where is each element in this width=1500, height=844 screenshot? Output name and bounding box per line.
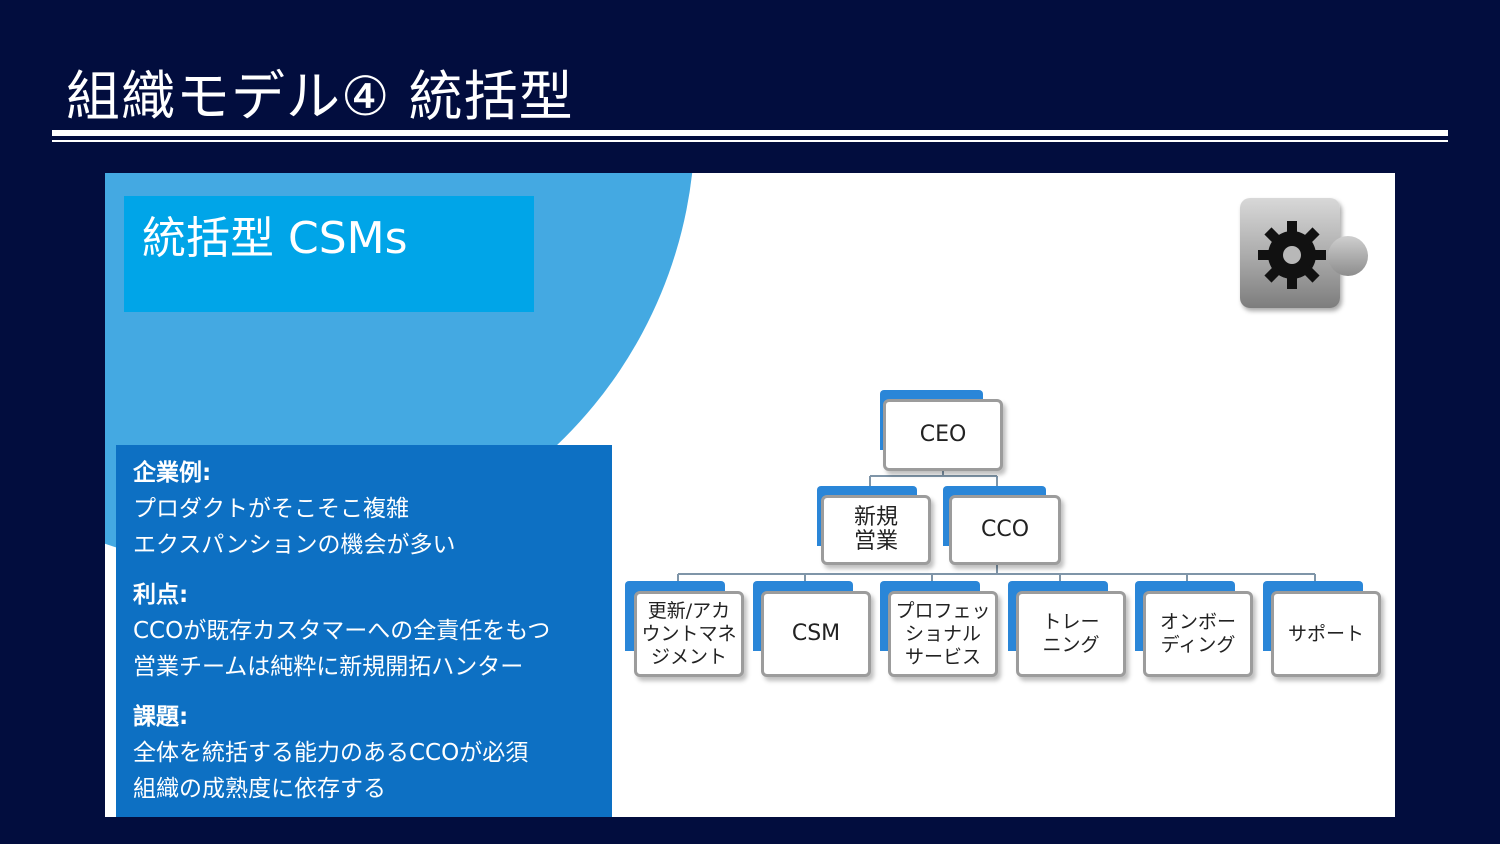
gear-puzzle-icon bbox=[1240, 198, 1368, 308]
org-node-ceo: CEO bbox=[883, 399, 1003, 471]
org-node-csm: CSM bbox=[761, 591, 871, 677]
org-node-account-management: 更新/アカ ウントマネ ジメント bbox=[634, 591, 744, 677]
section-examples: 企業例: プロダクトがそこそこ複雑 エクスパンションの機会が多い bbox=[133, 455, 612, 563]
org-node-professional-services: プロフェッ ショナル サービス bbox=[888, 591, 998, 677]
gear-icon bbox=[1258, 221, 1326, 289]
org-node-support: サポート bbox=[1271, 591, 1381, 677]
section-challenges: 課題: 全体を統括する能力のあるCCOが必須 組織の成熟度に依存する bbox=[133, 699, 612, 807]
section-heading: 企業例: bbox=[133, 460, 212, 486]
subtitle-box: 統括型 CSMs bbox=[124, 196, 534, 312]
org-node-onboarding: オンボー ディング bbox=[1143, 591, 1253, 677]
title-rule-thick bbox=[52, 130, 1448, 136]
org-node-training: トレー ニング bbox=[1016, 591, 1126, 677]
section-line: 営業チームは純粋に新規開拓ハンター bbox=[133, 654, 524, 680]
org-connectors bbox=[677, 468, 1316, 593]
section-advantages: 利点: CCOが既存カスタマーへの全責任をもつ 営業チームは純粋に新規開拓ハンタ… bbox=[133, 577, 612, 685]
slide-subtitle: 統括型 CSMs bbox=[142, 213, 408, 264]
section-heading: 利点: bbox=[133, 582, 189, 608]
section-line: 組織の成熟度に依存する bbox=[133, 776, 386, 802]
org-node-cco: CCO bbox=[949, 495, 1061, 565]
section-line: プロダクトがそこそこ複雑 bbox=[133, 496, 409, 522]
page-title: 組織モデル④ 統括型 bbox=[66, 65, 574, 128]
title-rule-thin bbox=[52, 140, 1448, 142]
section-line: エクスパンションの機会が多い bbox=[133, 532, 456, 558]
slide-image: 統括型 CSMs 企業例: プロダクトがそこそこ複雑 エクスパンションの機会が多… bbox=[105, 173, 1395, 817]
puzzle-knob bbox=[1328, 236, 1368, 276]
section-heading: 課題: bbox=[133, 704, 189, 730]
org-node-sales: 新規 営業 bbox=[821, 495, 931, 565]
section-line: CCOが既存カスタマーへの全責任をもつ bbox=[133, 618, 551, 644]
section-line: 全体を統括する能力のあるCCOが必須 bbox=[133, 740, 529, 766]
info-box: 企業例: プロダクトがそこそこ複雑 エクスパンションの機会が多い 利点: CCO… bbox=[116, 445, 612, 817]
